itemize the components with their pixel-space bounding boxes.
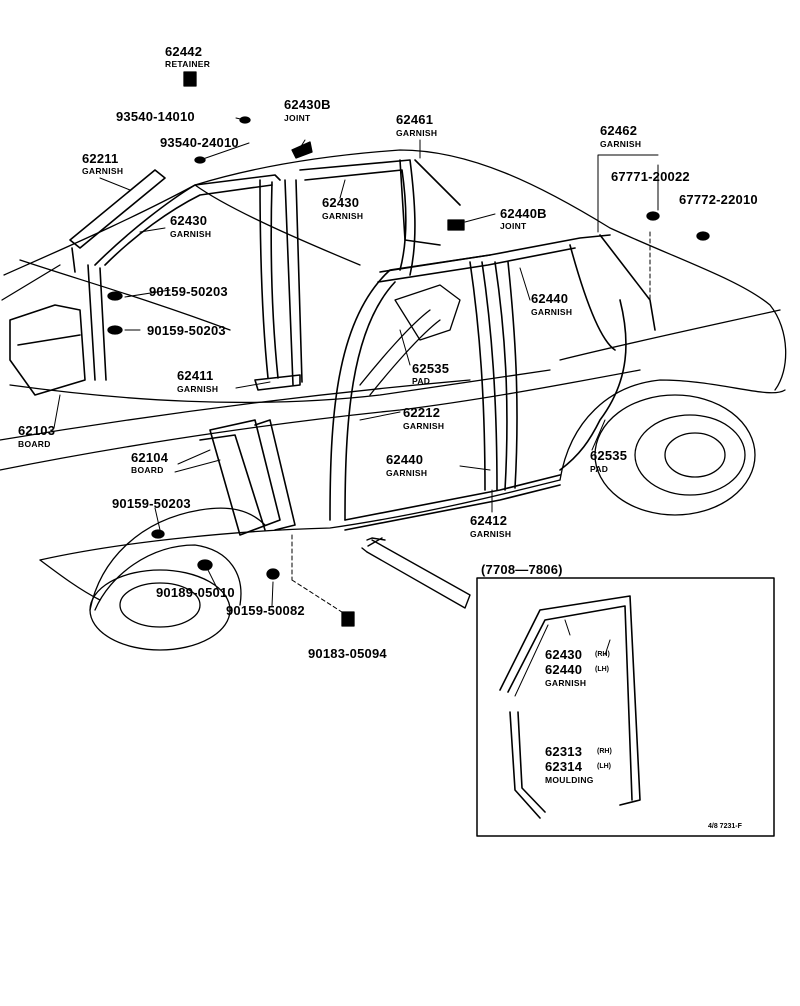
part-number: 90159-50203 — [147, 323, 226, 338]
roof-rail-garnish — [94, 159, 656, 331]
part-number: 62103 — [18, 423, 56, 438]
part-name: BOARD — [131, 465, 164, 475]
inset-garnish-lh-side: (LH) — [595, 666, 609, 673]
part-number: 62430B — [284, 97, 331, 112]
inset-box — [476, 577, 775, 837]
part-name: GARNISH — [386, 468, 428, 478]
part-number: 62211 — [82, 151, 119, 166]
part-name: GARNISH — [322, 211, 364, 221]
part-number: 62442 — [165, 44, 203, 59]
part-number: 62411 — [177, 368, 214, 383]
part-name: RETAINER — [165, 59, 211, 69]
part-number: 90159-50082 — [226, 603, 305, 618]
rear-door-frame-garnish — [329, 244, 627, 521]
part-number: 62430 — [170, 213, 208, 228]
inset-moulding-rh-number: 62313 — [545, 744, 583, 759]
inset-moulding-name: MOULDING — [545, 775, 594, 785]
part-number: 62440B — [500, 206, 547, 221]
part-number: 62462 — [600, 123, 638, 138]
side-sill-garnish — [344, 474, 561, 531]
part-name: BOARD — [18, 439, 51, 449]
part-name: GARNISH — [82, 166, 124, 176]
part-name: GARNISH — [531, 307, 573, 317]
a-pillar-garnish — [69, 169, 166, 273]
inset-garnish-name: GARNISH — [545, 678, 587, 688]
car-body-outline — [0, 149, 787, 611]
part-number: 93540-14010 — [116, 109, 195, 124]
part-number: 90189-05010 — [156, 585, 235, 600]
inset-garnish-rh-number: 62430 — [545, 647, 583, 662]
part-number: 62440 — [531, 291, 569, 306]
inset-moulding-lh-side: (LH) — [597, 763, 611, 770]
part-name: GARNISH — [177, 384, 219, 394]
part-number: 67772-22010 — [679, 192, 758, 207]
part-number: 62440 — [386, 452, 424, 467]
inset-moulding-rh-side: (RH) — [597, 748, 612, 755]
interior-trim — [359, 284, 461, 396]
part-number: 90159-50203 — [149, 284, 228, 299]
inset-garnish-lh-number: 62440 — [545, 662, 583, 677]
part-name: JOINT — [500, 221, 527, 231]
part-number: 62535 — [590, 448, 628, 463]
front-kick-board — [9, 304, 86, 396]
part-number: 93540-24010 — [160, 135, 239, 150]
part-number: 62535 — [412, 361, 450, 376]
part-name: GARNISH — [170, 229, 212, 239]
front-wheel — [89, 544, 242, 651]
part-number: 67771-20022 — [611, 169, 690, 184]
clip-symbols — [107, 71, 710, 627]
figure-reference: 4/8 7231-F — [708, 823, 742, 830]
part-number: 62412 — [470, 513, 508, 528]
front-door-frame-garnish — [87, 179, 303, 391]
rear-wheel — [594, 394, 756, 516]
part-number: 62430 — [322, 195, 360, 210]
part-name: GARNISH — [470, 529, 512, 539]
part-number: 90183-05094 — [308, 646, 387, 661]
part-number: 62104 — [131, 450, 169, 465]
inset-date-range: (7708—7806) — [481, 562, 563, 577]
part-name: JOINT — [284, 113, 311, 123]
part-name: PAD — [412, 376, 431, 386]
part-number: 90159-50203 — [112, 496, 191, 511]
part-name: PAD — [590, 464, 609, 474]
part-number: 62212 — [403, 405, 441, 420]
part-name: GARNISH — [403, 421, 445, 431]
part-number: 62461 — [396, 112, 434, 127]
leader-lines — [53, 117, 659, 615]
part-name: GARNISH — [396, 128, 438, 138]
view-arrow — [361, 537, 471, 609]
inset-garnish-rh-side: (RH) — [595, 651, 610, 658]
part-name: GARNISH — [600, 139, 642, 149]
inset-moulding-lh-number: 62314 — [545, 759, 583, 774]
door-scuff-board — [199, 419, 296, 536]
